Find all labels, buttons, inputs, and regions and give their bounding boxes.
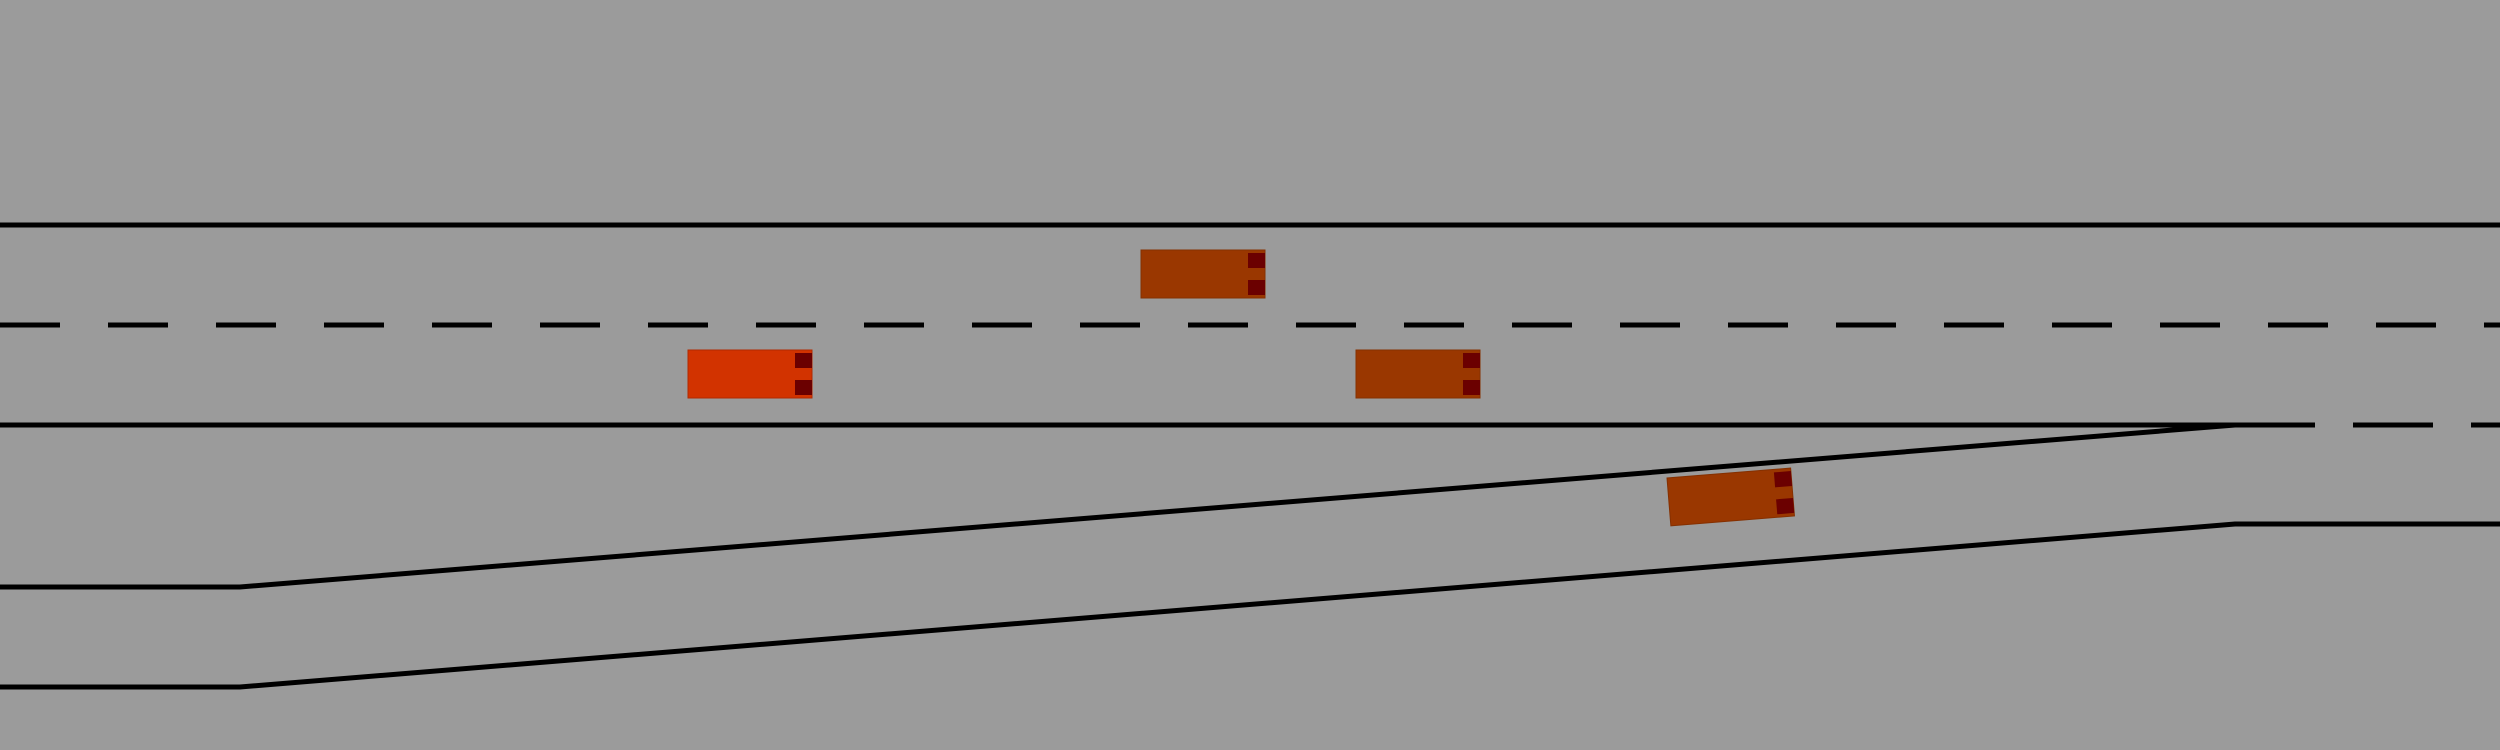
vehicle-merge-ramp — [1666, 467, 1795, 527]
vehicle-tail-light — [795, 353, 812, 368]
ramp-upper-edge — [0, 422, 2236, 590]
vehicle-tail-light — [1248, 253, 1265, 268]
vehicle-body — [1140, 249, 1266, 299]
vehicle-tail-light — [1463, 353, 1480, 368]
vehicle-upper-lane — [1140, 249, 1266, 299]
vehicle-tail-light — [1773, 471, 1793, 488]
ramp-lower-edge — [0, 521, 2500, 690]
vehicle-tail-light — [1463, 380, 1480, 395]
vehicle-body — [687, 349, 813, 399]
vehicle-tail-light — [1776, 497, 1795, 515]
vehicle-tail-light — [1248, 280, 1265, 295]
vehicle-tail-light — [795, 380, 812, 395]
vehicle-body — [1666, 467, 1795, 527]
vehicle-ego — [687, 349, 813, 399]
vehicle-lower-lane — [1355, 349, 1481, 399]
vehicle-body — [1355, 349, 1481, 399]
